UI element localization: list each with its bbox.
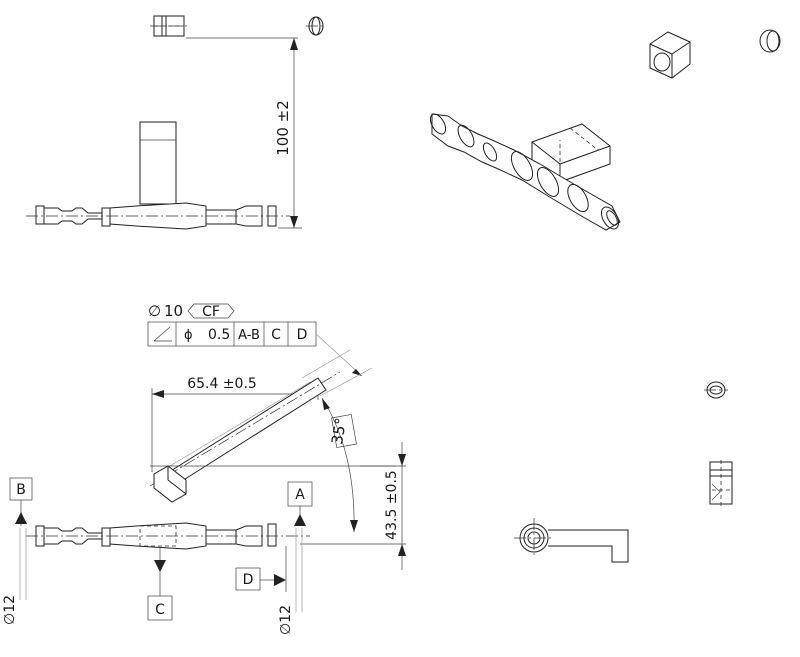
offset-dimension: 43.5 ±0.5 xyxy=(300,442,406,570)
datum-b: B xyxy=(9,477,33,526)
front-view: ∅ 10 CF ϕ 0.5 A-B C D xyxy=(2,302,406,635)
length-dimension: 65.4 ±0.5 xyxy=(151,376,319,472)
diameter-right-label: ∅12 xyxy=(278,605,294,635)
top-view-shaft xyxy=(26,202,290,230)
front-view-shaft xyxy=(26,522,310,550)
offset-dimension-label: 43.5 ±0.5 xyxy=(384,470,400,540)
fcf-modifier: CF xyxy=(202,304,220,320)
length-dimension-label: 65.4 ±0.5 xyxy=(187,376,257,392)
datum-d-label: D xyxy=(243,572,254,588)
fcf-diameter-value: 10 xyxy=(164,302,183,320)
fcf-tolerance: 0.5 xyxy=(208,327,230,343)
datum-a: A xyxy=(287,481,313,526)
side-views xyxy=(514,381,733,563)
top-view: 100 ±2 xyxy=(26,15,326,230)
datum-d: D xyxy=(235,546,287,592)
side-ring xyxy=(704,381,728,399)
top-view-ring-right xyxy=(306,16,326,36)
top-view-height-dimension: 100 ±2 xyxy=(274,38,302,229)
side-bracket-view xyxy=(514,518,629,563)
datum-a-label: A xyxy=(295,487,305,503)
top-view-arm xyxy=(139,121,177,205)
isometric-view xyxy=(429,29,781,231)
datum-c-label: C xyxy=(155,602,165,618)
fcf-size-row: ∅ 10 CF xyxy=(148,302,235,320)
top-view-cylinder-left xyxy=(150,15,190,37)
fcf-main: ϕ 0.5 A-B C D xyxy=(147,321,363,377)
diameter-dimension-right: ∅12 xyxy=(278,528,303,635)
angle-dimension-label: 35° xyxy=(328,416,350,445)
diameter-left-label: ∅12 xyxy=(2,595,18,625)
fcf-datum-tertiary: D xyxy=(297,327,308,343)
datum-c: C xyxy=(147,548,173,621)
fcf-datum-primary: A-B xyxy=(238,328,260,343)
side-cylinder xyxy=(709,460,733,506)
angled-rod xyxy=(149,349,396,503)
iso-small-ring xyxy=(759,29,781,53)
fcf-angularity-icon xyxy=(153,326,172,342)
angle-dimension: 35° xyxy=(321,397,358,533)
iso-main-part xyxy=(429,113,621,231)
fcf-diameter-mod: ϕ xyxy=(184,328,193,343)
iso-small-block xyxy=(649,31,691,79)
fcf-modifier-frame xyxy=(187,303,235,319)
datum-b-label: B xyxy=(16,482,26,498)
diameter-dimension-left: ∅12 xyxy=(2,528,27,625)
fcf-datum-secondary: C xyxy=(271,327,281,343)
fcf-diameter-symbol: ∅ xyxy=(148,302,161,320)
top-view-height-label: 100 ±2 xyxy=(274,100,292,156)
